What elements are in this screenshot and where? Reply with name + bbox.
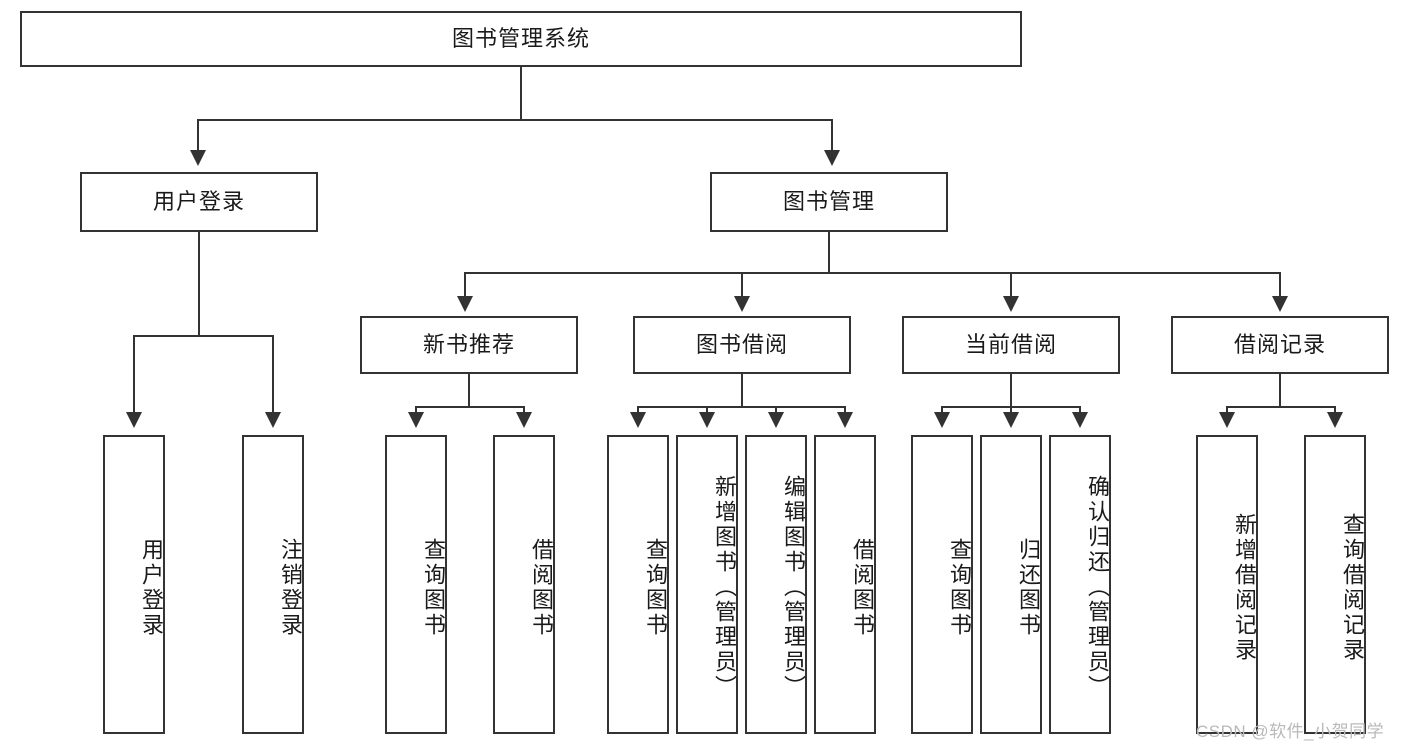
edge-borrow-record-bus: [1226, 406, 1336, 408]
edge-user-login-drop-2: [272, 335, 274, 415]
arrowhead-root-to-book-management: [824, 150, 840, 166]
edge-root-stem: [520, 67, 522, 119]
node-root-book-management-system[interactable]: 图书管理系统: [20, 11, 1022, 67]
node-label: 图书管理: [782, 188, 875, 214]
node-label: 用户登录: [139, 537, 164, 638]
edge-current-borrow-drop-2: [1010, 406, 1012, 416]
node-label: 图书借阅: [695, 331, 788, 357]
node-label: 用户登录: [152, 188, 245, 214]
arrowhead-user-login-leaf-2: [265, 412, 281, 428]
arrowhead-borrow-record-leaf-2: [1327, 412, 1343, 428]
edge-book-borrow-drop-3: [775, 406, 777, 416]
node-label: 新增图书（管理员）: [712, 475, 737, 700]
arrowhead-user-login-leaf-1: [126, 412, 142, 428]
leaf-book-borrow-4[interactable]: 借阅图书: [814, 435, 876, 734]
edge-bm-drop-borrow-record: [1279, 272, 1281, 300]
leaf-borrow-record-1[interactable]: 新增借阅记录: [1196, 435, 1258, 734]
edge-root-bus: [197, 119, 833, 121]
node-user-login[interactable]: 用户登录: [80, 172, 318, 232]
arrowhead-book-borrow-leaf-2: [699, 412, 715, 428]
edge-book-borrow-drop-4: [844, 406, 846, 416]
edge-root-to-book-management: [831, 119, 833, 154]
edge-user-login-bus: [133, 335, 274, 337]
leaf-book-borrow-3[interactable]: 编辑图书（管理员）: [745, 435, 807, 734]
arrowhead-bm-to-borrow-record: [1272, 296, 1288, 312]
leaf-current-borrow-3[interactable]: 确认归还（管理员）: [1049, 435, 1111, 734]
edge-book-borrow-stem: [741, 374, 743, 406]
edge-new-book-drop-1: [415, 406, 417, 416]
node-label: 确认归还（管理员）: [1085, 475, 1110, 700]
arrowhead-new-book-leaf-1: [408, 412, 424, 428]
node-label: 借阅图书: [850, 537, 875, 638]
edge-current-borrow-drop-3: [1079, 406, 1081, 416]
node-current-borrow[interactable]: 当前借阅: [902, 316, 1120, 374]
arrowhead-current-borrow-leaf-3: [1072, 412, 1088, 428]
node-new-book-recommend[interactable]: 新书推荐: [360, 316, 578, 374]
leaf-current-borrow-1[interactable]: 查询图书: [911, 435, 973, 734]
edge-book-management-stem: [828, 232, 830, 272]
node-label: 新增借阅记录: [1232, 512, 1257, 663]
edge-book-management-bus: [464, 272, 1281, 274]
edge-current-borrow-stem: [1010, 374, 1012, 406]
edge-borrow-record-stem: [1279, 374, 1281, 406]
edge-new-book-stem: [468, 374, 470, 406]
leaf-new-book-recommend-1[interactable]: 查询图书: [385, 435, 447, 734]
edge-book-borrow-bus: [637, 406, 845, 408]
arrowhead-current-borrow-leaf-1: [934, 412, 950, 428]
node-label: 查询图书: [421, 537, 446, 638]
edge-book-borrow-drop-1: [637, 406, 639, 416]
arrowhead-book-borrow-leaf-3: [768, 412, 784, 428]
node-book-borrow[interactable]: 图书借阅: [633, 316, 851, 374]
edge-bm-drop-current-borrow: [1010, 272, 1012, 300]
leaf-book-borrow-1[interactable]: 查询图书: [607, 435, 669, 734]
edge-borrow-record-drop-2: [1334, 406, 1336, 416]
leaf-current-borrow-2[interactable]: 归还图书: [980, 435, 1042, 734]
leaf-book-borrow-2[interactable]: 新增图书（管理员）: [676, 435, 738, 734]
watermark-text: CSDN @软件_小贺同学: [1196, 717, 1384, 742]
node-label: 查询借阅记录: [1340, 512, 1365, 663]
edge-current-borrow-drop-1: [941, 406, 943, 416]
node-label: 新书推荐: [422, 331, 515, 357]
arrowhead-current-borrow-leaf-2: [1003, 412, 1019, 428]
arrowhead-bm-to-book-borrow: [734, 296, 750, 312]
arrowhead-bm-to-current-borrow: [1003, 296, 1019, 312]
node-label: 查询图书: [947, 537, 972, 638]
watermark-label: CSDN @软件_小贺同学: [1196, 722, 1385, 741]
edge-new-book-drop-2: [523, 406, 525, 416]
edge-root-to-user-login: [197, 119, 199, 154]
node-label: 当前借阅: [964, 331, 1057, 357]
node-label: 编辑图书（管理员）: [781, 475, 806, 700]
arrowhead-borrow-record-leaf-1: [1219, 412, 1235, 428]
leaf-borrow-record-2[interactable]: 查询借阅记录: [1304, 435, 1366, 734]
edge-bm-drop-new-book: [464, 272, 466, 300]
leaf-user-login-1[interactable]: 用户登录: [103, 435, 165, 734]
leaf-new-book-recommend-2[interactable]: 借阅图书: [493, 435, 555, 734]
arrowhead-book-borrow-leaf-1: [630, 412, 646, 428]
edge-book-borrow-drop-2: [706, 406, 708, 416]
arrowhead-bm-to-new-book-recommend: [457, 296, 473, 312]
arrowhead-root-to-user-login: [190, 150, 206, 166]
node-label: 注销登录: [278, 537, 303, 638]
node-label: 归还图书: [1016, 537, 1041, 638]
node-book-management[interactable]: 图书管理: [710, 172, 948, 232]
node-label: 借阅记录: [1233, 331, 1326, 357]
arrowhead-new-book-leaf-2: [516, 412, 532, 428]
edge-user-login-drop-1: [133, 335, 135, 415]
arrowhead-book-borrow-leaf-4: [837, 412, 853, 428]
node-borrow-record[interactable]: 借阅记录: [1171, 316, 1389, 374]
node-label: 图书管理系统: [451, 25, 590, 51]
edge-new-book-bus: [415, 406, 525, 408]
edge-user-login-stem: [198, 232, 200, 335]
leaf-user-login-2[interactable]: 注销登录: [242, 435, 304, 734]
node-label: 查询图书: [643, 537, 668, 638]
edge-borrow-record-drop-1: [1226, 406, 1228, 416]
node-label: 借阅图书: [529, 537, 554, 638]
edge-bm-drop-book-borrow: [741, 272, 743, 300]
